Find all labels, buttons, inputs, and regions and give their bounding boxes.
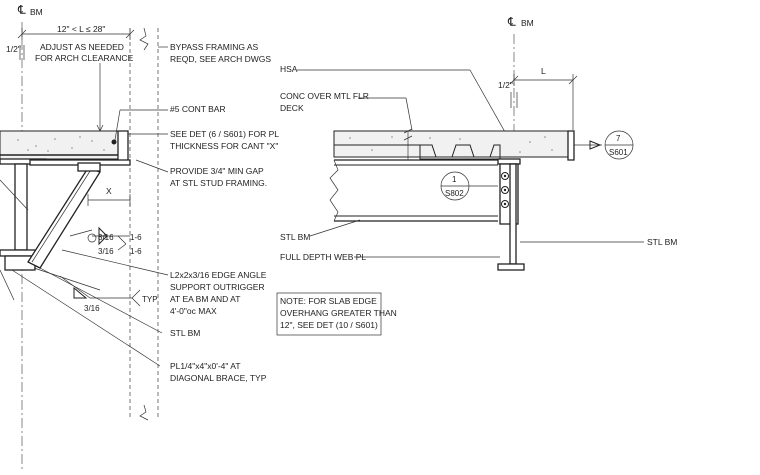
callout-1-number: 1 (452, 175, 457, 184)
right-detail: ℄ BM L 1/2" HSA CONC OVER MTL FLR DECK (276, 15, 677, 336)
diagonal-brace (27, 162, 101, 269)
stud-wall (129, 27, 159, 421)
note-conc-line2: DECK (280, 103, 304, 113)
weld-symbol-1: 3/16 3/16 1-6 1-6 (69, 226, 142, 256)
note-stl-bm-right: STL BM (647, 237, 677, 247)
note-see-det-line2: THICKNESS FOR CANT "X" (170, 141, 278, 151)
dim-half-inch-left: 1/2" (6, 44, 21, 54)
note-adjust-line1: ADJUST AS NEEDED (40, 42, 124, 52)
note-box-line3: 12", SEE DET (10 / S601) (280, 320, 378, 330)
svg-text:℄: ℄ (17, 3, 26, 17)
weld-size-2: 3/16 (98, 247, 114, 256)
centerline-symbol-left: ℄ BM (17, 3, 43, 17)
callout-1-sheet: S802 (445, 189, 464, 198)
note-gap-line2: AT STL STUD FRAMING. (170, 178, 267, 188)
note-angle-line2: SUPPORT OUTRIGGER (170, 282, 265, 292)
dim-x-text: X (106, 186, 112, 196)
left-detail: ℄ BM 12" < L ≤ 28" 1/2" ADJUST AS NEEDED… (0, 3, 279, 470)
weld-length-2: 1-6 (130, 247, 142, 256)
dim-half-inch-right: 1/2" (498, 80, 513, 90)
weld-typ: TYP (142, 295, 158, 304)
dimension-x: X (87, 186, 131, 206)
callout-7-sheet: S601 (609, 148, 628, 157)
edge-angle-right (567, 130, 575, 161)
note-box-line1: NOTE: FOR SLAB EDGE (280, 296, 377, 306)
svg-text:℄: ℄ (507, 15, 516, 29)
note-plate-line2: DIAGONAL BRACE, TYP (170, 373, 267, 383)
steel-beam-right-span (329, 159, 498, 222)
slab-left (0, 130, 129, 160)
note-angle-line1: L2x2x3/16 EDGE ANGLE (170, 270, 267, 280)
centerline-label-right: BM (521, 18, 534, 28)
edge-angle (117, 130, 129, 164)
note-plate-line1: PL1/4"x4"x0'-4" AT (170, 361, 241, 371)
note-angle-line3: AT EA BM AND AT (170, 294, 240, 304)
weld-length-1: 1-6 (130, 233, 142, 242)
note-conc-line1: CONC OVER MTL FLR (280, 91, 369, 101)
rebar-cont-bar (111, 139, 117, 145)
note-adjust-line2: FOR ARCH CLEARANCE (35, 53, 134, 63)
callout-7-number: 7 (616, 134, 621, 143)
note-bypass-line2: REQD, SEE ARCH DWGS (170, 54, 271, 64)
dimension-top-left: 12" < L ≤ 28" (17, 24, 135, 40)
bolt-group (501, 172, 509, 208)
dimension-l: L (509, 66, 578, 130)
dim-l-text: L (541, 66, 546, 76)
note-see-det-line1: SEE DET (6 / S601) FOR PL (170, 129, 279, 139)
note-web-pl: FULL DEPTH WEB PL (280, 252, 366, 262)
weld-symbol-2: 3/16 TYP (59, 275, 158, 313)
note-hsa: HSA (280, 64, 298, 74)
detail-callout-1: 1 S802 (440, 171, 498, 201)
slab-right (333, 128, 575, 160)
note-bypass-line1: BYPASS FRAMING AS (170, 42, 259, 52)
steel-beam-left (0, 158, 47, 271)
weld-size-1: 3/16 (98, 233, 114, 242)
note-angle-line4: 4'-0"oc MAX (170, 306, 217, 316)
detail-callout-7: 7 S601 (574, 130, 634, 160)
weld-size-3: 3/16 (84, 304, 100, 313)
girder-section (497, 158, 525, 271)
note-gap-line1: PROVIDE 3/4" MIN GAP (170, 166, 264, 176)
centerline-label-left: BM (30, 7, 43, 17)
note-cont-bar: #5 CONT BAR (170, 104, 226, 114)
dim-top-text: 12" < L ≤ 28" (57, 24, 105, 34)
note-stl-bm-left: STL BM (170, 328, 200, 338)
note-stl-bm-right-left: STL BM (280, 232, 310, 242)
note-box: NOTE: FOR SLAB EDGE OVERHANG GREATER THA… (276, 292, 397, 336)
centerline-symbol-right: ℄ BM (507, 15, 534, 29)
note-box-line2: OVERHANG GREATER THAN (280, 308, 397, 318)
